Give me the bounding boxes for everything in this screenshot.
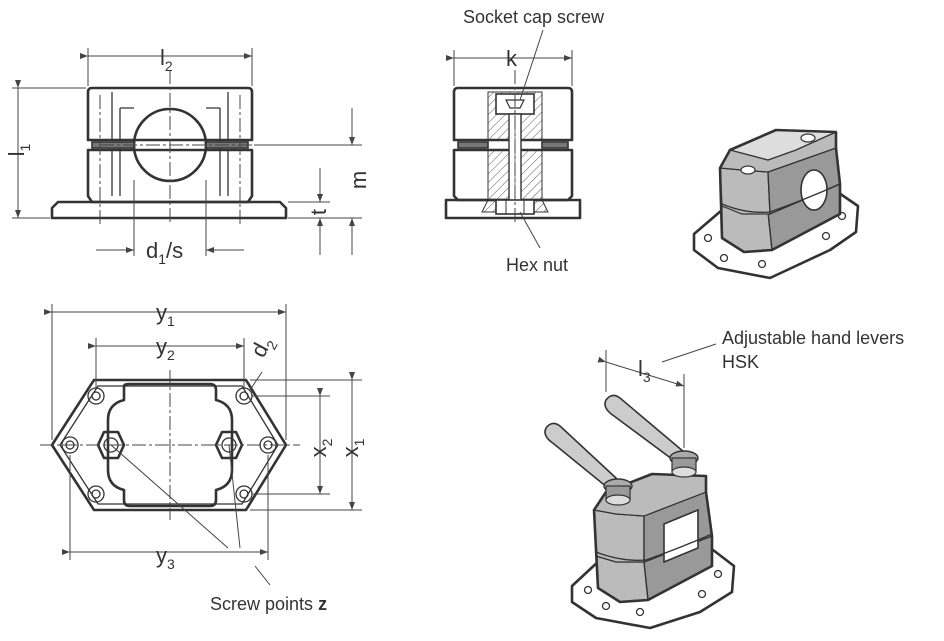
top-dimensions [44, 304, 362, 586]
dim-t-label: t [306, 209, 331, 215]
dim-k-label: k [506, 46, 518, 71]
hand-levers-label-line1: Adjustable hand levers [722, 328, 904, 348]
section-dimensions [446, 29, 573, 249]
top-view [40, 370, 300, 520]
screw-points-label: Screw points z [210, 594, 327, 614]
dim-y3-label: y3 [156, 543, 175, 572]
section-view [444, 70, 582, 225]
dim-x2-label: x2 [306, 438, 335, 457]
hex-nut-label: Hex nut [506, 255, 568, 275]
iso-view-clamp [692, 128, 860, 280]
dim-l1-label: l1 [4, 143, 33, 156]
socket-cap-screw-label: Socket cap screw [463, 7, 605, 27]
dim-l3-label: l3 [638, 356, 651, 385]
hand-levers-label-line2: HSK [722, 352, 759, 372]
dim-l2-label: l2 [160, 45, 173, 74]
dim-y1-label: y1 [156, 300, 175, 329]
lever-dimensions [597, 343, 717, 448]
dim-y2-label: y2 [156, 334, 175, 363]
front-dimensions [12, 48, 362, 256]
iso-view-hand-levers [544, 394, 736, 630]
dim-x1-label: x1 [338, 438, 367, 457]
dim-d1s-label: d1/s [146, 238, 183, 267]
front-view [50, 70, 288, 225]
dim-d2-label: d2 [246, 332, 281, 363]
dim-m-label: m [346, 171, 371, 189]
